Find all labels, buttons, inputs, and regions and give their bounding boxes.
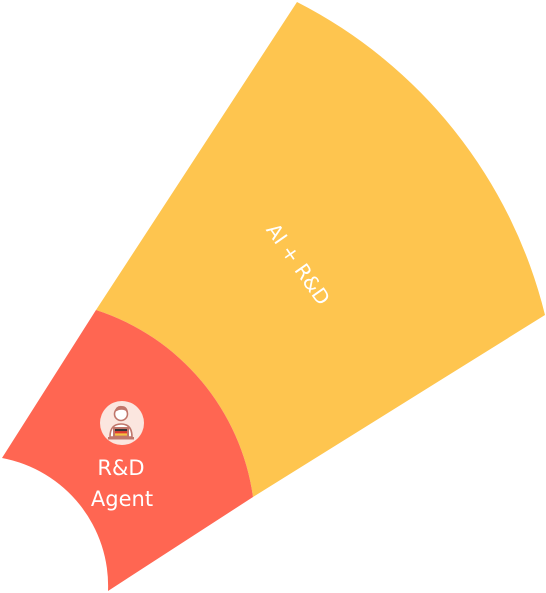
person-at-laptop-icon bbox=[100, 401, 144, 445]
rd-agent-label-line1: R&D bbox=[97, 456, 144, 480]
ai-rd-segment bbox=[96, 2, 545, 497]
rd-agent-segment bbox=[2, 310, 253, 591]
rd-agent-label-line2: Agent bbox=[91, 487, 153, 511]
